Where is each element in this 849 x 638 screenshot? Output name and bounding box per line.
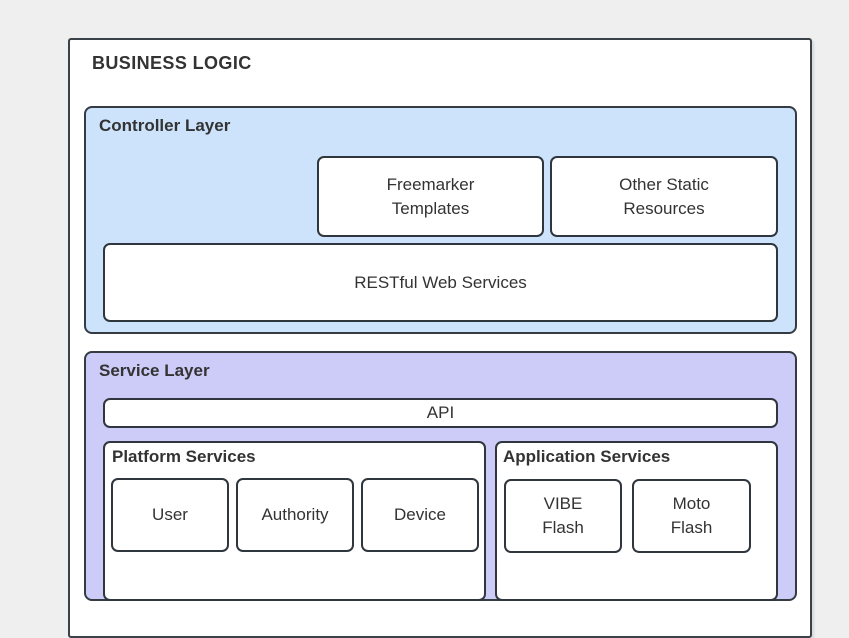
platform-services-box: Platform Services User Authority Device bbox=[103, 441, 486, 601]
diagram-title: BUSINESS LOGIC bbox=[92, 53, 252, 73]
vibe-flash-box: VIBE Flash bbox=[504, 479, 622, 553]
user-label: User bbox=[152, 505, 188, 524]
service-layer-label: Service Layer bbox=[99, 361, 210, 380]
other-static-resources-box: Other Static Resources bbox=[550, 156, 778, 237]
vibe-flash-line2: Flash bbox=[542, 518, 584, 537]
vibe-flash-line1: VIBE bbox=[543, 494, 583, 513]
moto-flash-line1: Moto bbox=[672, 494, 711, 513]
moto-flash-box: Moto Flash bbox=[632, 479, 751, 553]
service-layer: Service Layer API Platform Services User… bbox=[84, 351, 797, 601]
application-services-label: Application Services bbox=[503, 447, 671, 466]
controller-layer: Controller Layer Freemarker Templates Ot… bbox=[84, 106, 797, 334]
restful-web-services-box: RESTful Web Services bbox=[103, 243, 778, 322]
business-logic-box: BUSINESS LOGIC Controller Layer Freemark… bbox=[68, 38, 812, 638]
authority-label: Authority bbox=[261, 505, 329, 524]
authority-box: Authority bbox=[236, 478, 354, 552]
user-box: User bbox=[111, 478, 229, 552]
device-box: Device bbox=[361, 478, 479, 552]
platform-services-label: Platform Services bbox=[112, 447, 256, 466]
api-label: API bbox=[426, 403, 455, 422]
restful-web-services-label: RESTful Web Services bbox=[354, 272, 527, 292]
freemarker-templates-box: Freemarker Templates bbox=[317, 156, 544, 237]
other-static-resources-line1: Other Static bbox=[619, 174, 709, 194]
freemarker-templates-line1: Freemarker bbox=[386, 174, 475, 194]
device-label: Device bbox=[394, 505, 446, 524]
moto-flash-line2: Flash bbox=[670, 518, 713, 537]
other-static-resources-line2: Resources bbox=[623, 198, 705, 218]
freemarker-templates-line2: Templates bbox=[391, 198, 470, 218]
controller-layer-label: Controller Layer bbox=[99, 116, 231, 135]
api-box: API bbox=[103, 398, 778, 428]
application-services-box: Application Services VIBE Flash Moto Fla… bbox=[495, 441, 778, 601]
